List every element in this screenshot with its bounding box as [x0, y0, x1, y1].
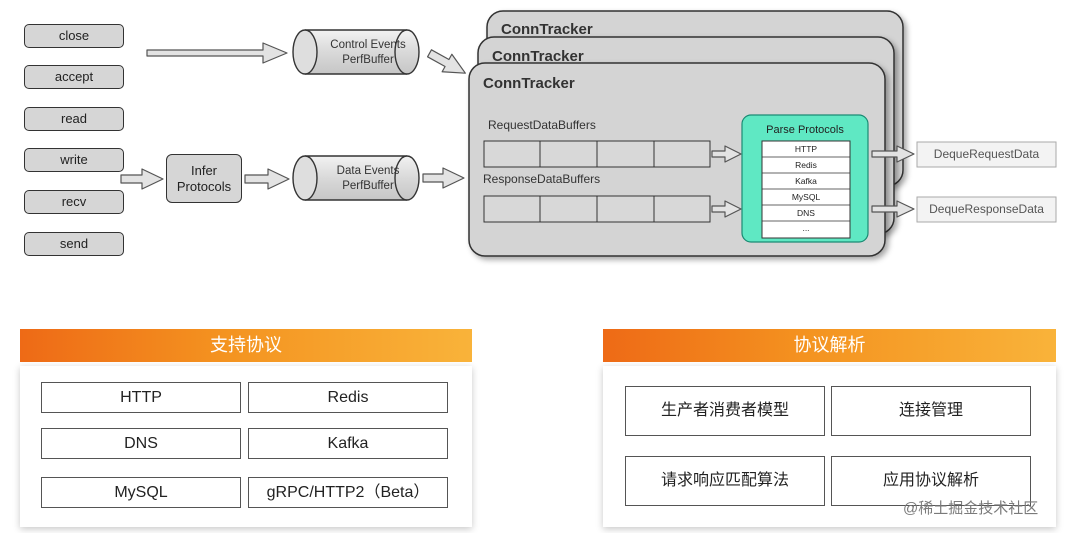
protocol-cell-mysql: MySQL — [41, 477, 241, 508]
architecture-diagram — [120, 10, 1057, 257]
data-events-label: Data Events PerfBuffer — [336, 165, 400, 192]
protocol-row-dns: DNS — [797, 208, 815, 218]
event-accept: accept — [24, 65, 124, 89]
protocol-row-http: HTTP — [794, 144, 818, 154]
arrow-events-to-infer — [120, 168, 164, 190]
arrow-data-buffer-to-conntracker — [422, 167, 465, 189]
event-send: send — [24, 232, 124, 256]
event-read: read — [24, 107, 124, 131]
event-close: close — [24, 24, 124, 48]
supported-protocols-header: 支持协议 — [20, 329, 472, 362]
protocol-cell-kafka: Kafka — [248, 428, 448, 459]
protocol-cell-grpc: gRPC/HTTP2（Beta） — [248, 477, 448, 508]
arrow-control-buffer-to-conntracker — [426, 49, 466, 74]
infer-protocols-box: Infer Protocols — [166, 154, 242, 203]
request-buffers-label: RequestDataBuffers — [488, 118, 596, 132]
event-write: write — [24, 148, 124, 172]
arrow-events-to-control-buffer — [146, 42, 288, 64]
deque-response-box — [916, 196, 1057, 223]
control-events-label: Control Events PerfBuffer — [330, 39, 406, 66]
arrow-parse-to-deque-request — [871, 145, 915, 163]
parse-cell-request-response-matching: 请求响应匹配算法 — [625, 456, 825, 506]
response-buffers-label: ResponseDataBuffers — [483, 172, 601, 186]
parse-cell-connection-management: 连接管理 — [831, 386, 1031, 436]
request-data-buffer — [483, 140, 711, 168]
conntracker-title-middle: ConnTracker — [492, 48, 584, 65]
arrow-infer-to-data-buffer — [244, 168, 290, 190]
control-events-cylinder — [292, 29, 420, 75]
protocol-row-kafka: Kafka — [795, 176, 817, 186]
protocol-row-more: ... — [802, 223, 810, 233]
arrow-parse-to-deque-response — [871, 200, 915, 218]
protocol-cell-redis: Redis — [248, 382, 448, 413]
response-data-buffer — [483, 195, 711, 223]
conntracker-title-front: ConnTracker — [483, 75, 575, 92]
arrow-request-to-parse — [711, 145, 742, 163]
data-events-cylinder — [292, 155, 420, 201]
parse-cell-app-protocol-parsing: 应用协议解析 — [831, 456, 1031, 506]
deque-request-label: DequeRequestData — [933, 147, 1040, 161]
protocol-parsing-header: 协议解析 — [603, 329, 1056, 362]
parse-protocols-title: Parse Protocols — [766, 124, 844, 136]
arrow-response-to-parse — [711, 200, 742, 218]
protocol-cell-dns: DNS — [41, 428, 241, 459]
protocol-row-mysql: MySQL — [791, 192, 821, 202]
event-recv: recv — [24, 190, 124, 214]
deque-request-box — [916, 141, 1057, 168]
parse-cell-producer-consumer: 生产者消费者模型 — [625, 386, 825, 436]
protocol-row-redis: Redis — [795, 160, 817, 170]
deque-response-label: DequeResponseData — [929, 202, 1044, 216]
conntracker-title-back: ConnTracker — [501, 21, 593, 38]
protocol-cell-http: HTTP — [41, 382, 241, 413]
watermark: @稀土掘金技术社区 — [903, 500, 1039, 517]
